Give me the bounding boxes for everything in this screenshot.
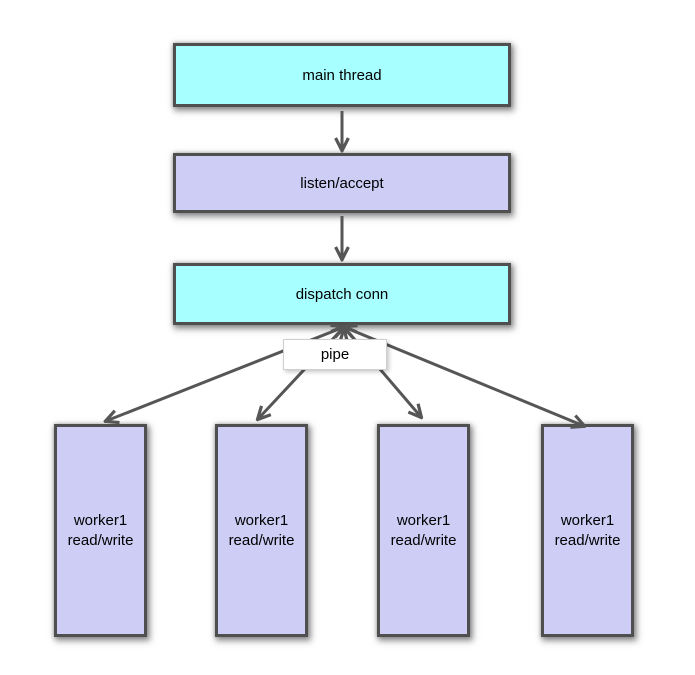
node-main-thread-label: main thread xyxy=(302,66,382,84)
node-dispatch-conn-label: dispatch conn xyxy=(295,285,389,303)
node-dispatch-conn: dispatch conn xyxy=(173,263,511,325)
pipe-label: pipe xyxy=(320,346,350,363)
node-worker-4-label: worker1 read/write xyxy=(554,511,621,549)
pipe-label-box: pipe xyxy=(283,339,387,370)
node-main-thread: main thread xyxy=(173,43,511,107)
node-worker-2: worker1 read/write xyxy=(215,424,308,637)
node-worker-3-label: worker1 read/write xyxy=(390,511,457,549)
node-listen-accept: listen/accept xyxy=(173,153,511,213)
node-worker-1-label: worker1 read/write xyxy=(67,511,134,549)
node-worker-3: worker1 read/write xyxy=(377,424,470,637)
node-listen-accept-label: listen/accept xyxy=(300,174,384,192)
node-worker-1: worker1 read/write xyxy=(54,424,147,637)
node-worker-4: worker1 read/write xyxy=(541,424,634,637)
node-worker-2-label: worker1 read/write xyxy=(228,511,295,549)
